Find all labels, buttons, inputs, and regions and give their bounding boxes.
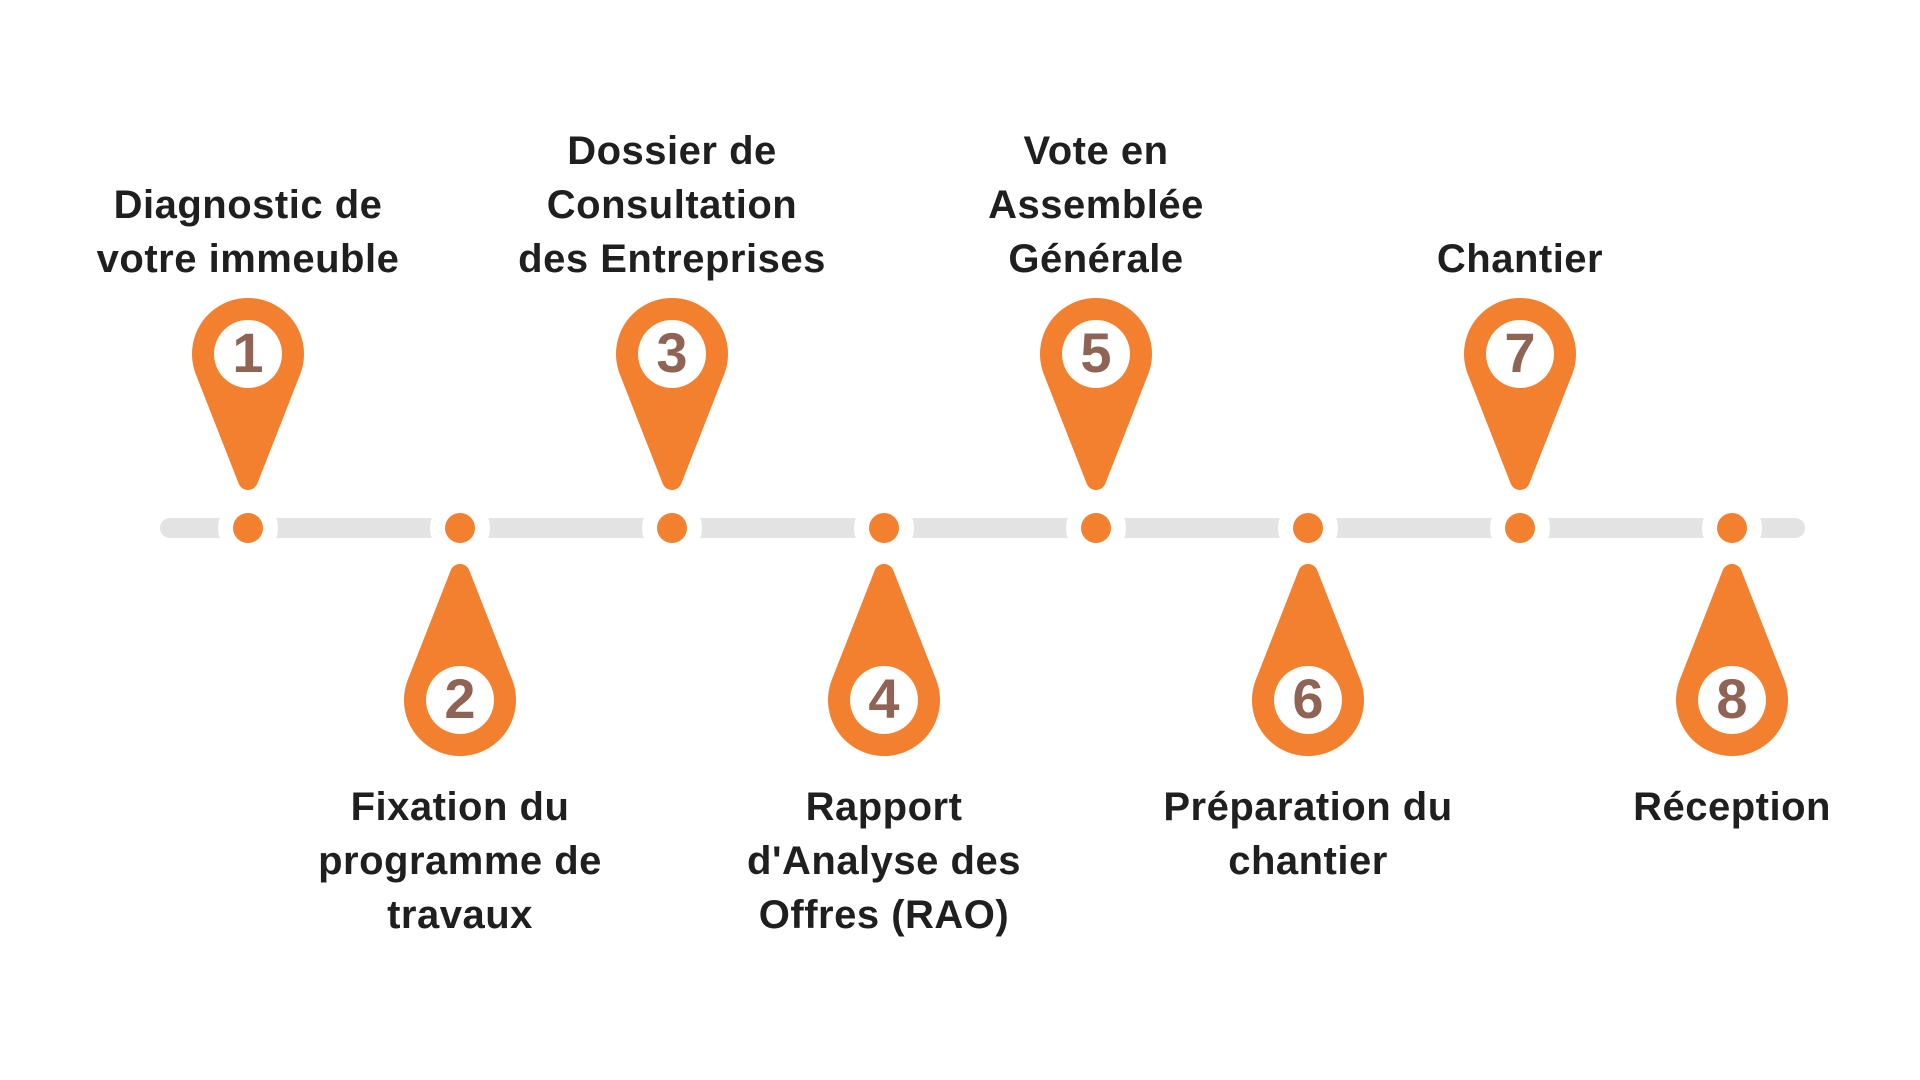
timeline-dot [1293,513,1323,543]
map-pin-icon: 8 [1676,564,1788,756]
map-pin-icon: 7 [1464,298,1576,490]
timeline-dot [1081,513,1111,543]
step-number-badge: 4 [850,666,918,734]
step-number-badge: 1 [214,320,282,388]
timeline-dot [1717,513,1747,543]
timeline-line [160,518,1805,538]
step-label: Réception [1633,785,1831,829]
timeline-dot [657,513,687,543]
step-number-badge: 7 [1486,320,1554,388]
timeline-dot [1505,513,1535,543]
step-label: Chantier [1436,237,1604,281]
map-pin-icon: 3 [616,298,728,490]
map-pin-icon: 6 [1252,564,1364,756]
map-pin-icon: 2 [404,564,516,756]
step-label: Fixation du programme de travaux [318,785,602,937]
timeline-dot [233,513,263,543]
step-number-badge: 5 [1062,320,1130,388]
step-number-badge: 6 [1274,666,1342,734]
step-number: 2 [444,667,476,730]
step-label: Vote en Assemblée Générale [988,129,1204,281]
map-pin-icon: 4 [828,564,940,756]
map-pin-icon: 1 [192,298,304,490]
step-number: 1 [232,321,264,384]
step-number-badge: 8 [1698,666,1766,734]
step-number: 6 [1292,667,1324,730]
step-label: Rapport d'Analyse des Offres (RAO) [747,785,1021,937]
step-number-badge: 2 [426,666,494,734]
step-label: Diagnostic de votre immeuble [96,183,400,281]
timeline-dot [869,513,899,543]
step-number: 4 [868,667,900,730]
step-number: 3 [656,321,688,384]
step-number: 8 [1716,667,1748,730]
step-number: 7 [1504,321,1536,384]
timeline-dot [445,513,475,543]
step-label: Préparation du chantier [1163,785,1453,883]
map-pin-icon: 5 [1040,298,1152,490]
step-number: 5 [1080,321,1112,384]
step-label: Dossier de Consultation des Entreprises [518,129,826,281]
step-number-badge: 3 [638,320,706,388]
